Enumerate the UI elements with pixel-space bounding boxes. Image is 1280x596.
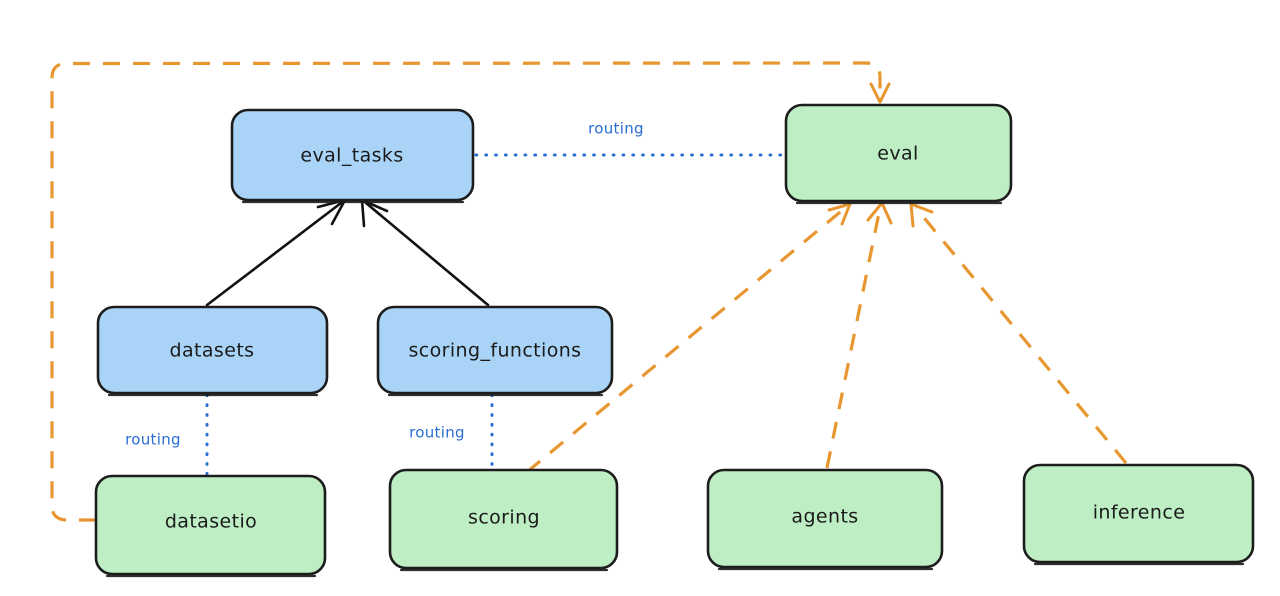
node-datasets[interactable]: datasets	[96, 305, 329, 397]
node-scoring-label: scoring	[468, 507, 540, 529]
edge-scoring-functions-to-eval-tasks	[360, 198, 490, 307]
node-inference-label: inference	[1093, 502, 1186, 524]
edge-label-routing-eval-tasks: routing	[588, 120, 644, 138]
node-datasetio[interactable]: datasetio	[94, 474, 327, 578]
edge-datasetio-to-eval	[50, 61, 891, 522]
edge-datasets-to-eval-tasks	[205, 198, 347, 307]
node-datasets-label: datasets	[170, 340, 255, 362]
node-scoring-shape	[388, 468, 619, 570]
node-scoring[interactable]: scoring	[388, 468, 619, 572]
node-scoring-functions[interactable]: scoring_functions	[376, 305, 614, 397]
node-eval-tasks[interactable]: eval_tasks	[230, 108, 475, 204]
node-datasets-shape	[96, 305, 329, 395]
node-eval-tasks-shape	[230, 108, 475, 202]
edge-label-routing-scoring-functions: routing	[409, 424, 465, 442]
edge-agents-to-eval	[825, 201, 893, 469]
node-eval-shape	[784, 103, 1013, 203]
node-agents[interactable]: agents	[706, 468, 944, 571]
node-agents-shape	[706, 468, 944, 569]
node-agents-label: agents	[791, 506, 858, 528]
node-eval[interactable]: eval	[784, 103, 1013, 205]
node-scoring-functions-shape	[376, 305, 614, 395]
node-scoring-functions-label: scoring_functions	[409, 340, 582, 362]
node-datasetio-label: datasetio	[165, 511, 257, 533]
edge-inference-to-eval	[909, 202, 1128, 465]
node-eval-label: eval	[877, 143, 918, 165]
edge-label-routing-datasets: routing	[125, 431, 181, 449]
node-inference-shape	[1022, 463, 1255, 564]
node-eval-tasks-label: eval_tasks	[300, 145, 403, 167]
node-datasetio-shape	[94, 474, 327, 576]
node-inference[interactable]: inference	[1022, 463, 1255, 566]
